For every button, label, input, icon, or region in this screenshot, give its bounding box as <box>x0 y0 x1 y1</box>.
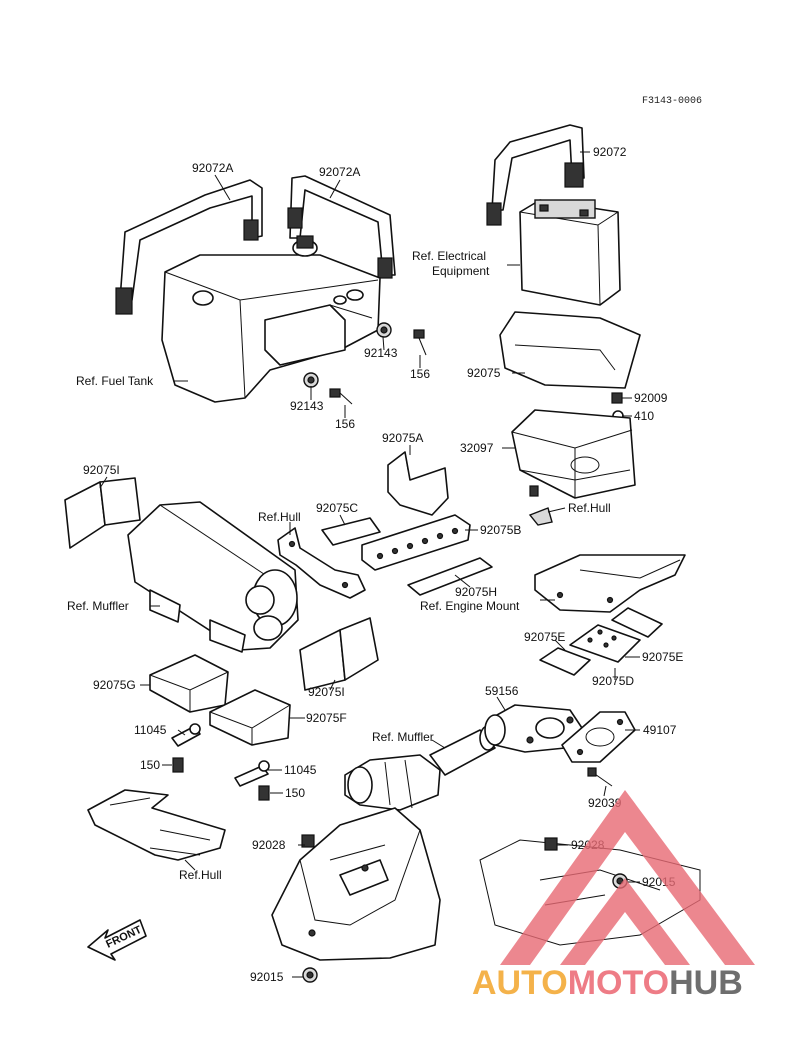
bolt-156-b <box>329 388 353 405</box>
watermark-logo <box>500 790 755 965</box>
label-92072A-right: 92072A <box>319 165 360 179</box>
label-11045-a: 11045 <box>134 723 167 737</box>
strap-92072A-left <box>115 179 263 315</box>
label-ref-electrical: Ref. Electrical <box>412 249 486 263</box>
bolt-156-a <box>413 329 427 356</box>
pad-92075E-top <box>611 607 663 638</box>
exhaust-pipe-muffler <box>344 725 497 811</box>
screw-92009 <box>611 392 623 404</box>
label-92072: 92072 <box>593 145 627 159</box>
svg-text:AUTOMOTOHUB: AUTOMOTOHUB <box>472 964 743 1002</box>
label-92143-a: 92143 <box>364 346 398 360</box>
label-11045-b: 11045 <box>284 763 317 777</box>
label-ref-hull-a: Ref.Hull <box>568 501 611 515</box>
label-92075I-lower: 92075I <box>308 685 345 699</box>
figure-code: F3143-0006 <box>642 96 702 107</box>
label-ref-muffler-a: Ref. Muffler <box>67 599 129 613</box>
exhaust-pipe-59156 <box>484 704 583 753</box>
label-equipment: Equipment <box>432 264 490 278</box>
fuel-tank <box>161 235 381 403</box>
muffler <box>127 501 299 653</box>
nut-92143-a <box>376 322 392 338</box>
nut-92015-a <box>302 967 318 983</box>
pad-92075D <box>569 624 641 663</box>
label-49107: 49107 <box>643 723 677 737</box>
nut-92143-b <box>303 372 319 388</box>
bolt-150-a <box>172 757 184 773</box>
label-32097: 32097 <box>460 441 494 455</box>
strap-92072A-right <box>287 175 396 279</box>
label-92075I-upper: 92075I <box>83 463 120 477</box>
plate-92075B <box>361 514 471 571</box>
pad-92075E-bottom <box>539 647 591 676</box>
grommet-92028-a <box>301 834 315 848</box>
label-92075E-right: 92075E <box>642 650 683 664</box>
label-92028-a: 92028 <box>252 838 286 852</box>
label-59156: 59156 <box>485 684 519 698</box>
label-410: 410 <box>634 409 654 423</box>
clamp-11045-a <box>171 723 201 747</box>
hull <box>271 807 701 961</box>
pad-92075I-upper <box>64 477 141 549</box>
label-156-b: 156 <box>335 417 355 431</box>
pad-92075I-lower <box>299 617 379 691</box>
callout-labels: 92072A 92072A 92072 Ref. Electrical Equi… <box>67 145 683 984</box>
label-92075C: 92075C <box>316 501 358 515</box>
pad-92075H <box>407 557 493 596</box>
battery-case-32097 <box>511 409 636 499</box>
mount-plate-ref-hull <box>87 789 226 861</box>
pad-92075F <box>209 689 291 746</box>
battery <box>519 199 621 306</box>
label-92075A: 92075A <box>382 431 423 445</box>
clamp-11045-b <box>234 760 270 787</box>
label-92015-a: 92015 <box>250 970 284 984</box>
bolt-150-b <box>258 785 270 801</box>
label-92075F: 92075F <box>306 711 347 725</box>
watermark-moto: MOTO <box>568 964 669 1002</box>
label-ref-muffler-b: Ref. Muffler <box>372 730 434 744</box>
watermark-text: AUTOMOTOHUB <box>472 964 743 1002</box>
pad-92075G <box>149 654 229 713</box>
engine-mount-bracket <box>534 554 686 613</box>
label-92075D: 92075D <box>592 674 634 688</box>
front-arrow: FRONT <box>87 919 147 961</box>
watermark-hub: HUB <box>669 964 743 1002</box>
bracket-92075A <box>387 451 449 516</box>
label-92072A-left: 92072A <box>192 161 233 175</box>
bracket-ref-hull <box>277 527 366 599</box>
label-150-a: 150 <box>140 758 160 772</box>
watermark-auto: AUTO <box>472 964 568 1002</box>
label-156-a: 156 <box>410 367 430 381</box>
label-92075E-left: 92075E <box>524 630 565 644</box>
label-92009: 92009 <box>634 391 668 405</box>
screw-ref-hull <box>528 485 553 526</box>
grommet-92028-b <box>544 837 558 851</box>
label-92075G: 92075G <box>93 678 136 692</box>
label-92075H: 92075H <box>455 585 497 599</box>
label-92143-b: 92143 <box>290 399 324 413</box>
label-ref-engine-mount: Ref. Engine Mount <box>420 599 520 613</box>
pad-92075 <box>499 311 641 389</box>
label-92075B: 92075B <box>480 523 521 537</box>
label-ref-hull-b: Ref.Hull <box>258 510 301 524</box>
label-150-b: 150 <box>285 786 305 800</box>
strap-92072 <box>486 124 585 226</box>
leader-lines <box>99 151 640 978</box>
label-ref-fuel-tank: Ref. Fuel Tank <box>76 374 154 388</box>
label-ref-hull-c: Ref.Hull <box>179 868 222 882</box>
label-92075: 92075 <box>467 366 501 380</box>
pad-92075C <box>321 517 381 546</box>
bolt-92039 <box>587 767 613 787</box>
